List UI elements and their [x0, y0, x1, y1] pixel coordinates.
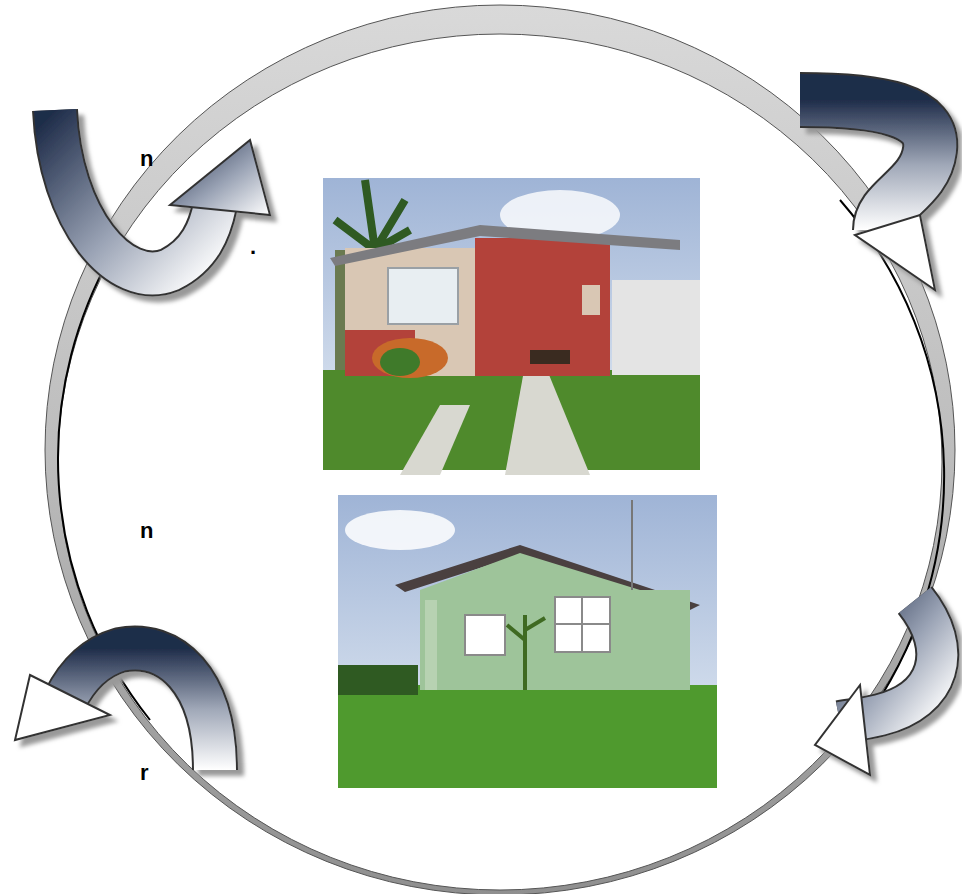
- cycle-ring: [45, 5, 955, 894]
- cropped-text: r: [140, 762, 149, 784]
- cropped-text: n: [140, 148, 153, 170]
- curved-arrow: [800, 100, 935, 290]
- house-photo: [323, 178, 700, 475]
- house-photo: [338, 495, 717, 788]
- cropped-text: n: [140, 520, 153, 542]
- curved-arrow: [815, 600, 937, 775]
- ring-inner-edge: [840, 200, 944, 740]
- curved-arrow: [55, 110, 270, 273]
- curved-arrow: [15, 649, 215, 771]
- cropped-text: .: [250, 236, 256, 258]
